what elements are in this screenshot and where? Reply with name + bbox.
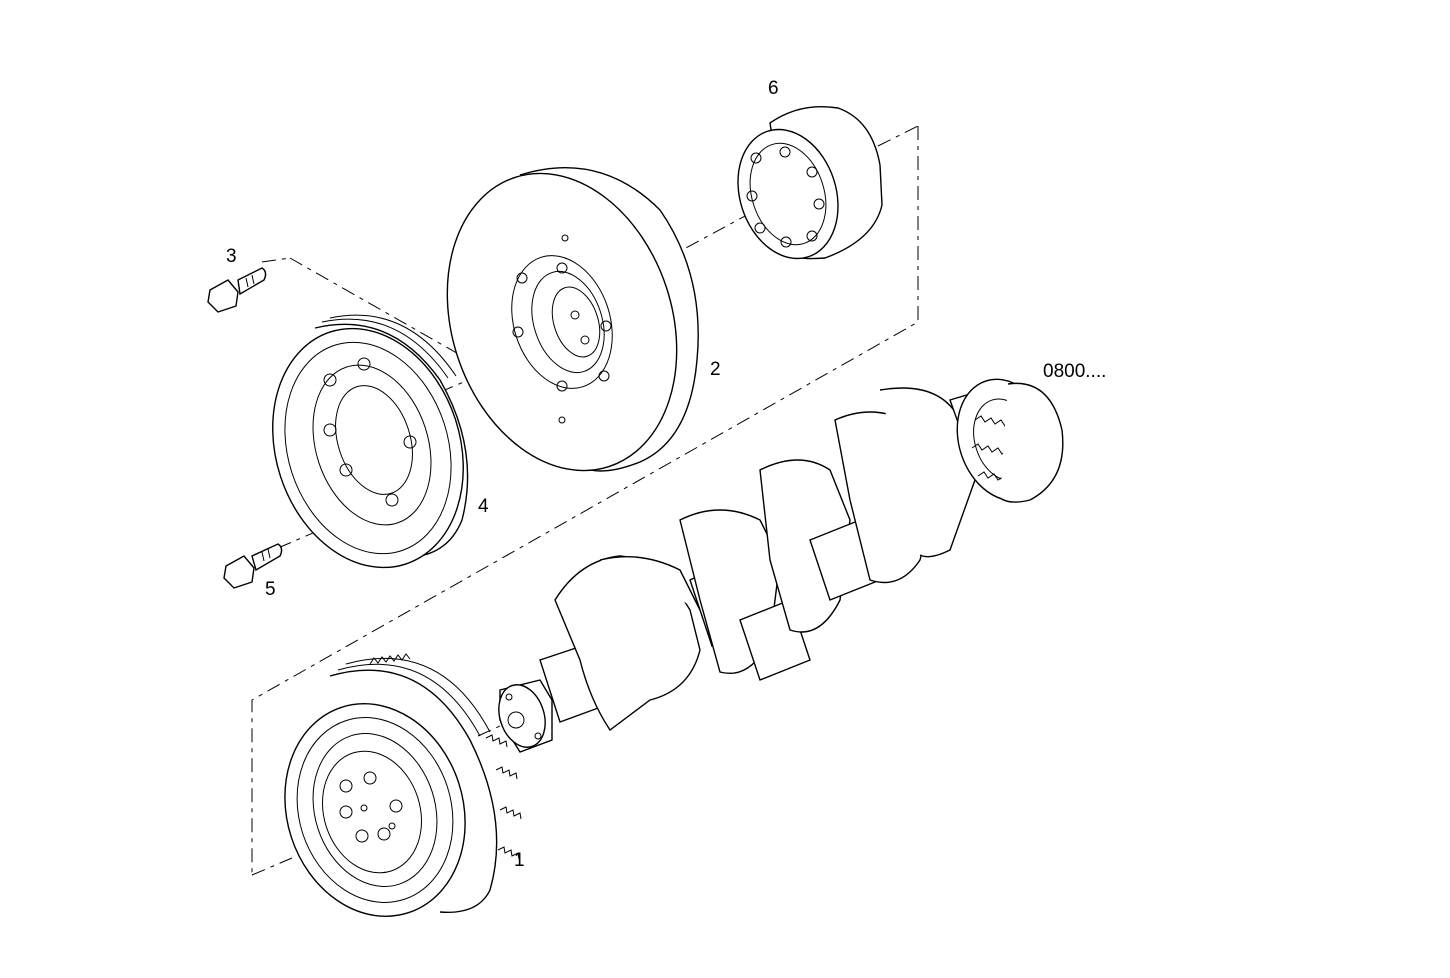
callout-crankshaft-reference: 0800.... [1043, 361, 1106, 382]
part-1-damper-pulley [284, 653, 522, 917]
part-2-damper-disc [446, 166, 699, 472]
callout-1: 1 [514, 850, 525, 871]
part-4-pulley [272, 314, 469, 569]
callout-5: 5 [265, 579, 276, 600]
part-3-bolt [207, 267, 267, 313]
part-6-spacer-hub [737, 105, 883, 260]
callout-2: 2 [710, 359, 721, 380]
callout-4: 4 [478, 496, 489, 517]
part-5-bolt [223, 543, 283, 589]
callout-3: 3 [226, 246, 237, 267]
crankshaft [498, 378, 1064, 753]
callout-6: 6 [768, 78, 779, 99]
